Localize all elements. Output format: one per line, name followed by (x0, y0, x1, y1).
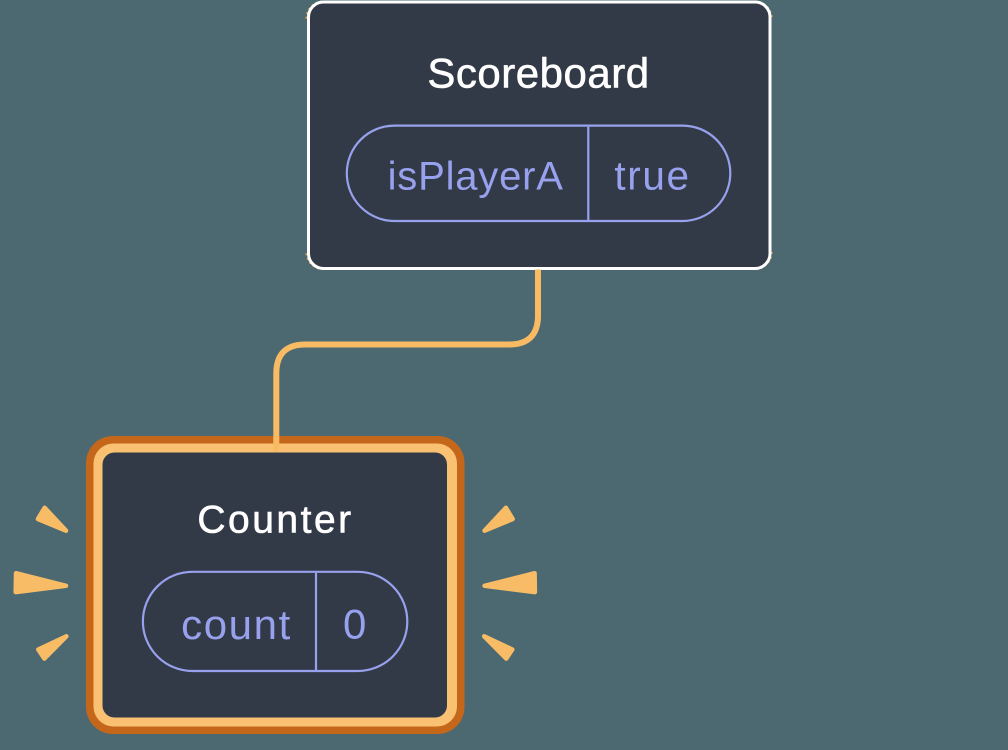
svg-text:isPlayerA: isPlayerA (388, 155, 564, 199)
svg-text:count: count (181, 601, 292, 648)
svg-text:true: true (614, 153, 690, 199)
svg-text:0: 0 (343, 601, 366, 648)
svg-text:Scoreboard: Scoreboard (427, 50, 649, 97)
svg-text:Counter: Counter (197, 499, 353, 542)
